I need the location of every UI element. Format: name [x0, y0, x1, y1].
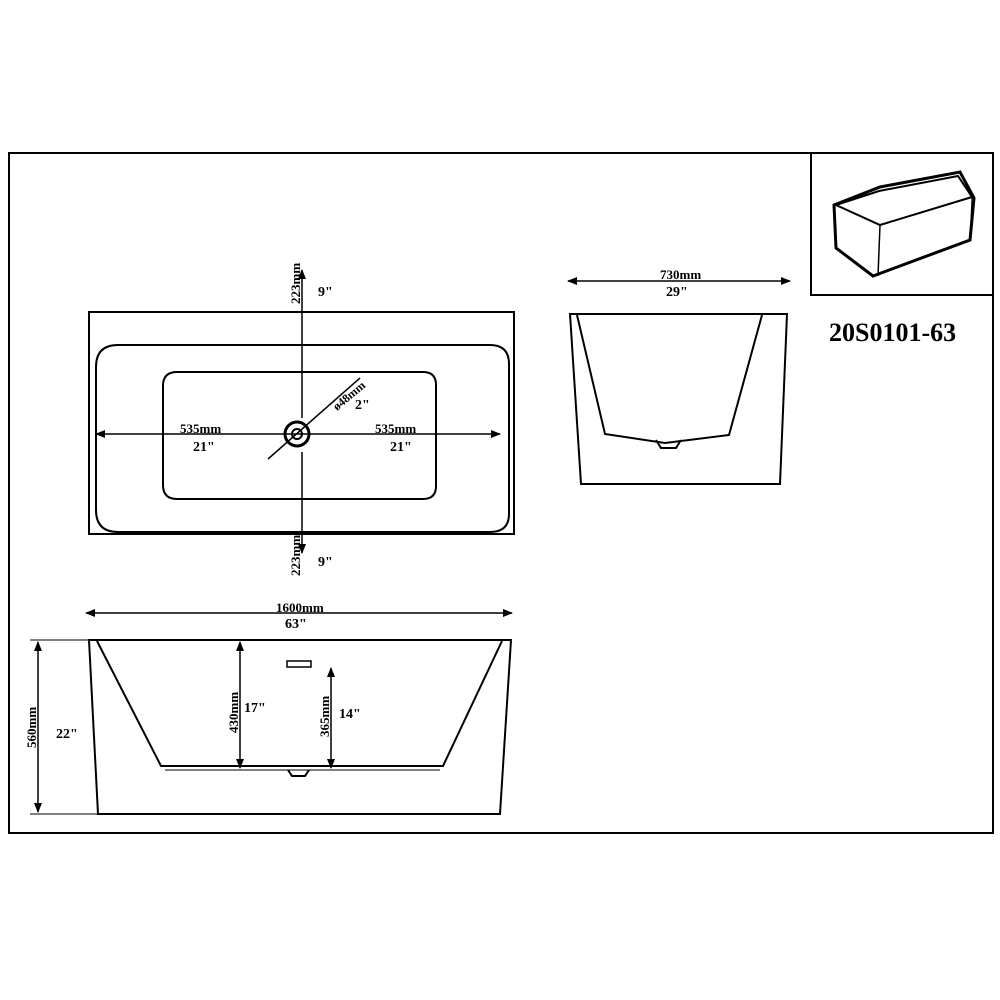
front-view-basin	[96, 640, 503, 767]
model-number: 20S0101-63	[829, 318, 956, 347]
top-depth-down-mm-label: 223mm	[288, 535, 303, 576]
front-length-mm-label: 1600mm	[276, 600, 324, 615]
front-overflow-mm-label: 365mm	[317, 696, 332, 737]
end-view: 730mm 29"	[567, 267, 791, 485]
drain-leader-line	[267, 377, 361, 460]
drain-diameter-in-label: 2"	[355, 398, 370, 413]
front-height-mm-label: 560mm	[24, 707, 39, 748]
overflow-outlet	[286, 660, 312, 668]
front-inner-depth-in-label: 17"	[244, 701, 266, 716]
top-left-in-label: 21"	[193, 440, 215, 455]
top-right-in-label: 21"	[390, 440, 412, 455]
front-length-in-label: 63"	[285, 617, 307, 632]
drawing-frame	[8, 152, 994, 834]
top-view: 223mm 9" 223mm 9" 535mm 21" 535mm 21" ø4…	[88, 263, 515, 576]
top-depth-down-in-label: 9"	[318, 555, 333, 570]
top-depth-up-mm-label: 223mm	[288, 263, 303, 304]
end-view-basin	[576, 314, 763, 445]
end-width-in-label: 29"	[666, 285, 688, 300]
front-view-drain	[287, 769, 310, 777]
top-view-tub-edge	[95, 344, 510, 533]
top-view-basin	[162, 371, 437, 500]
end-view-drain	[655, 439, 682, 449]
front-height-in-label: 22"	[56, 727, 78, 742]
front-view: 1600mm 63" 560mm 22" 430mm 17" 365mm 14"	[24, 600, 513, 815]
top-depth-up-in-label: 9"	[318, 285, 333, 300]
front-overflow-in-label: 14"	[339, 707, 361, 722]
end-width-mm-label: 730mm	[660, 267, 701, 282]
front-inner-depth-mm-label: 430mm	[226, 692, 241, 733]
front-view-outer-shell	[87, 639, 513, 815]
end-view-outer-shell	[568, 313, 789, 485]
top-left-mm-label: 535mm	[180, 421, 221, 436]
top-right-mm-label: 535mm	[375, 421, 416, 436]
isometric-inset	[810, 153, 993, 296]
isometric-tub	[832, 170, 976, 278]
